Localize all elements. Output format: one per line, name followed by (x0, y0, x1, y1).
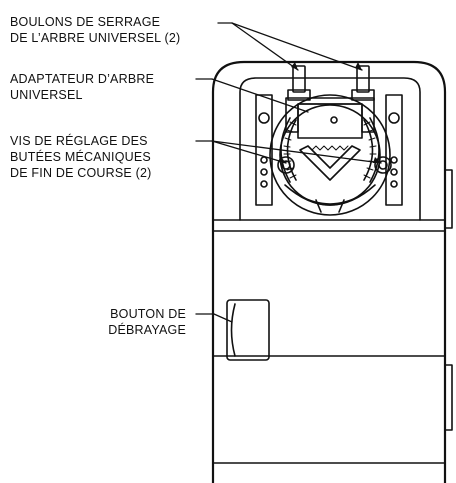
hub-ring-outer (269, 94, 391, 216)
bracket-hole (260, 156, 268, 164)
label-clamp-bolts: BOULONS DE SERRAGE DE L’ARBRE UNIVERSEL … (10, 14, 180, 46)
end-stop-screw-right (374, 156, 392, 174)
bracket-hole (260, 180, 268, 188)
clamp-bolt-left-head (287, 89, 311, 101)
adapter-v-jaw (299, 145, 361, 181)
housing-inner-recess (239, 77, 421, 221)
label-shaft-adapter: ADAPTATEUR D’ARBRE UNIVERSEL (10, 71, 154, 103)
label-clamp-bolts-line2: DE L’ARBRE UNIVERSEL (2) (10, 31, 181, 45)
bracket-hole (390, 156, 398, 164)
clamp-bolt-right-head (351, 89, 375, 101)
clamp-bolt-left (292, 65, 306, 93)
end-stop-screw-left (277, 156, 295, 174)
release-button (226, 299, 270, 361)
side-tab-upper (444, 169, 453, 229)
hub-ring-inner (279, 104, 381, 206)
leader-arrowheads (278, 62, 381, 163)
right-scale (369, 117, 380, 183)
clamp-bolt-right (356, 65, 370, 93)
label-end-stop-screws: VIS DE RÉGLAGE DES BUTÉES MÉCANIQUES DE … (10, 133, 152, 181)
label-shaft-adapter-line2: UNIVERSEL (10, 88, 83, 102)
end-stop-screw-right-core (378, 160, 388, 170)
left-scale-inner (286, 119, 297, 181)
side-tab-lower (444, 364, 453, 431)
label-shaft-adapter-line1: ADAPTATEUR D’ARBRE (10, 72, 155, 86)
label-end-stop-screws-line2: BUTÉES MÉCANIQUES (10, 150, 151, 164)
adapter-hole (330, 116, 338, 124)
bracket-screw (388, 112, 400, 124)
hub-bottom-arc-inner (299, 195, 361, 205)
hub-bottom-arc (284, 184, 376, 206)
housing-outline (211, 60, 447, 483)
label-release-button-line2: DÉBRAYAGE (108, 323, 186, 337)
left-bracket (255, 94, 273, 206)
right-bracket (385, 94, 403, 206)
bracket-screw (258, 112, 270, 124)
label-release-button: BOUTON DE DÉBRAYAGE (108, 306, 186, 338)
bracket-hole (390, 168, 398, 176)
label-end-stop-screws-line1: VIS DE RÉGLAGE DES (10, 134, 148, 148)
adapter-teeth (311, 145, 349, 151)
bracket-hole (390, 180, 398, 188)
leader-lines (195, 22, 382, 323)
label-clamp-bolts-line1: BOULONS DE SERRAGE (10, 15, 161, 29)
release-button-curve (230, 303, 236, 357)
right-scale-inner (363, 119, 374, 181)
end-stop-screw-left-core (281, 160, 291, 170)
label-end-stop-screws-line3: DE FIN DE COURSE (2) (10, 166, 152, 180)
label-release-button-line1: BOUTON DE (110, 307, 186, 321)
bracket-hole (260, 168, 268, 176)
adapter-body (297, 103, 363, 139)
